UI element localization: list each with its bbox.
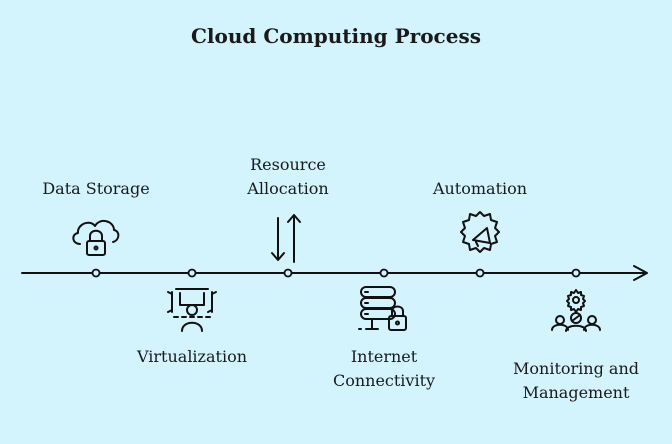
step-label-virtualization: Virtualization [137,347,247,366]
up-down-arrows-icon [271,214,301,263]
gear-megaphone-icon [460,211,500,253]
step-label-monitoring-management: Monitoring and Management [513,359,639,402]
step-label-resource-allocation: Resource Allocation [247,155,329,198]
step-label-internet-connectivity: Internet Connectivity [332,347,436,390]
timeline-node [283,268,293,278]
timeline-arrowhead [633,265,648,281]
diagram-title: Cloud Computing Process [191,24,481,48]
gear-team-icon [551,289,601,332]
timeline-node [571,268,581,278]
cloud-lock-icon [72,219,120,256]
timeline-node [379,268,389,278]
server-lock-icon [358,286,407,331]
step-label-automation: Automation [432,179,528,198]
timeline-node [475,268,485,278]
step-label-data-storage: Data Storage [42,179,150,198]
timeline-node [187,268,197,278]
virtual-user-icon [167,288,217,332]
timeline-node [91,268,101,278]
